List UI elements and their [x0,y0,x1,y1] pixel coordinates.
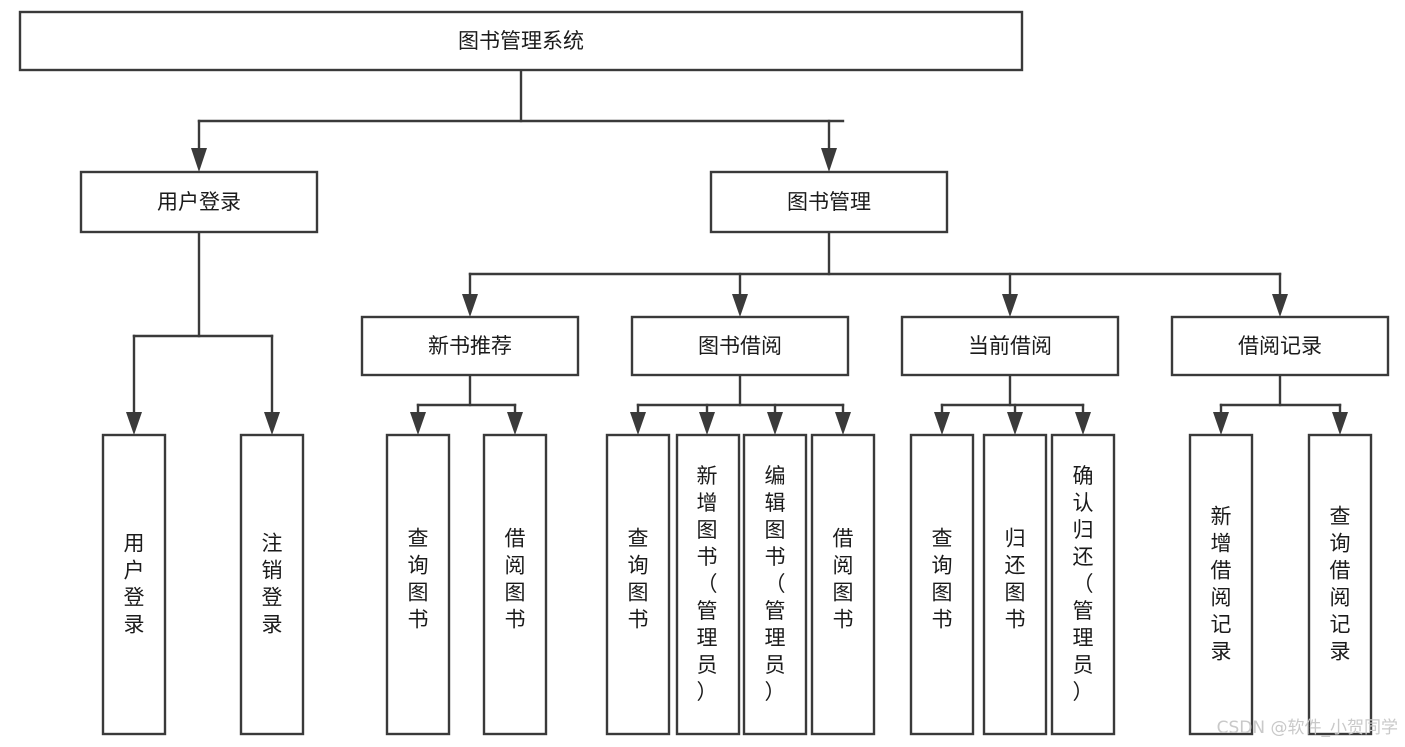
node-leaf-bb-borrow-book-rect[interactable] [810,433,876,736]
node-book-management[interactable]: 图书管理 [709,170,949,234]
node-leaf-bb-borrow-book-label: 借阅图书 [833,527,854,632]
node-leaf-user-login-label: 用户登录 [124,532,145,637]
arrow-head-logout [264,412,280,435]
node-current-borrow[interactable]: 当前借阅 [900,315,1120,377]
arrow-head-book-mgmt [821,148,837,172]
node-leaf-br-query-record-rect[interactable] [1307,433,1373,736]
node-leaf-cb-confirm-return[interactable]: 确认归还（管理员） [1050,433,1116,736]
node-leaf-nbr-borrow-book-label: 借阅图书 [505,527,526,632]
node-leaf-logout-label: 注销登录 [262,532,283,637]
node-root-label: 图书管理系统 [458,29,584,53]
node-leaf-br-add-record-label: 新增借阅记录 [1211,505,1232,664]
node-leaf-cb-query-book-rect[interactable] [909,433,975,736]
node-leaf-user-login[interactable]: 用户登录 [101,433,167,736]
node-leaf-cb-return-book-rect[interactable] [982,433,1048,736]
node-new-book-recommend[interactable]: 新书推荐 [360,315,580,377]
node-leaf-bb-edit-book-label: 编辑图书（管理员） [765,464,786,704]
node-leaf-nbr-query-book-label: 查询图书 [408,527,429,632]
node-leaf-nbr-query-book-rect[interactable] [385,433,451,736]
arrow-head-bb-add-book [699,412,715,435]
node-book-management-label: 图书管理 [787,190,871,214]
csdn-watermark: CSDN @软件_小贺同学 [1217,718,1398,738]
arrow-head-newbook-rec [462,294,478,317]
node-leaf-cb-query-book[interactable]: 查询图书 [909,433,975,736]
node-leaf-bb-query-book-label: 查询图书 [628,527,649,632]
node-leaf-bb-add-book-rect[interactable] [675,433,741,736]
arrow-head-borrow-record [1272,294,1288,317]
node-current-borrow-label: 当前借阅 [968,334,1052,358]
node-leaf-bb-edit-book-rect[interactable] [742,433,808,736]
arrow-head-current-borrow [1002,294,1018,317]
node-leaf-bb-query-book-rect[interactable] [605,433,671,736]
arrow-head-nbr-query-book [410,412,426,435]
node-current-borrow-rect[interactable] [900,315,1120,377]
node-leaf-bb-borrow-book[interactable]: 借阅图书 [810,433,876,736]
node-new-book-recommend-rect[interactable] [360,315,580,377]
node-leaf-br-query-record[interactable]: 查询借阅记录 [1307,433,1373,736]
node-system-root[interactable]: 图书管理系统 [18,10,1024,72]
node-leaf-cb-confirm-return-rect[interactable] [1050,433,1116,736]
node-borrow-record-rect[interactable] [1170,315,1390,377]
node-book-borrow-rect[interactable] [630,315,850,377]
node-leaf-cb-confirm-return-label: 确认归还（管理员） [1073,464,1094,704]
node-leaf-logout[interactable]: 注销登录 [239,433,305,736]
node-book-management-rect[interactable] [709,170,949,234]
arrow-head-user-login [191,148,207,172]
node-leaf-logout-rect[interactable] [239,433,305,736]
arrow-head-book-borrow [732,294,748,317]
node-leaf-cb-return-book[interactable]: 归还图书 [982,433,1048,736]
arrow-head-login [126,412,142,435]
node-leaf-bb-add-book[interactable]: 新增图书（管理员） [675,433,741,736]
node-borrow-record[interactable]: 借阅记录 [1170,315,1390,377]
connector-layer [126,68,1348,435]
node-leaf-bb-edit-book[interactable]: 编辑图书（管理员） [742,433,808,736]
arrow-head-cb-query-book [934,412,950,435]
node-leaf-nbr-borrow-book[interactable]: 借阅图书 [482,433,548,736]
node-borrow-record-label: 借阅记录 [1238,334,1322,358]
node-user-login-label: 用户登录 [157,190,241,214]
node-book-borrow[interactable]: 图书借阅 [630,315,850,377]
node-leaf-br-add-record-rect[interactable] [1188,433,1254,736]
node-user-login[interactable]: 用户登录 [79,170,319,234]
node-leaf-cb-return-book-label: 归还图书 [1005,527,1026,632]
node-user-login-rect[interactable] [79,170,319,234]
arrow-head-cb-return-book [1007,412,1023,435]
node-leaf-bb-query-book[interactable]: 查询图书 [605,433,671,736]
arrow-head-bb-query-book [630,412,646,435]
node-leaf-nbr-borrow-book-rect[interactable] [482,433,548,736]
node-book-borrow-label: 图书借阅 [698,334,782,358]
node-leaf-bb-add-book-label: 新增图书（管理员） [697,464,718,704]
node-root-rect[interactable] [18,10,1024,72]
arrow-head-br-query-record [1332,412,1348,435]
arrow-head-br-add-record [1213,412,1229,435]
arrow-head-bb-edit-book [767,412,783,435]
arrow-head-nbr-borrow-book [507,412,523,435]
node-leaf-br-query-record-label: 查询借阅记录 [1330,505,1351,664]
node-leaf-cb-query-book-label: 查询图书 [932,527,953,632]
node-layer: 图书管理系统 用户登录 图书管理 新书推荐 图书借阅 当前 [18,10,1390,736]
node-new-book-recommend-label: 新书推荐 [428,334,512,358]
arrow-head-bb-borrow-book [835,412,851,435]
node-leaf-br-add-record[interactable]: 新增借阅记录 [1188,433,1254,736]
node-leaf-nbr-query-book[interactable]: 查询图书 [385,433,451,736]
arrow-head-cb-confirm-return [1075,412,1091,435]
node-leaf-user-login-rect[interactable] [101,433,167,736]
